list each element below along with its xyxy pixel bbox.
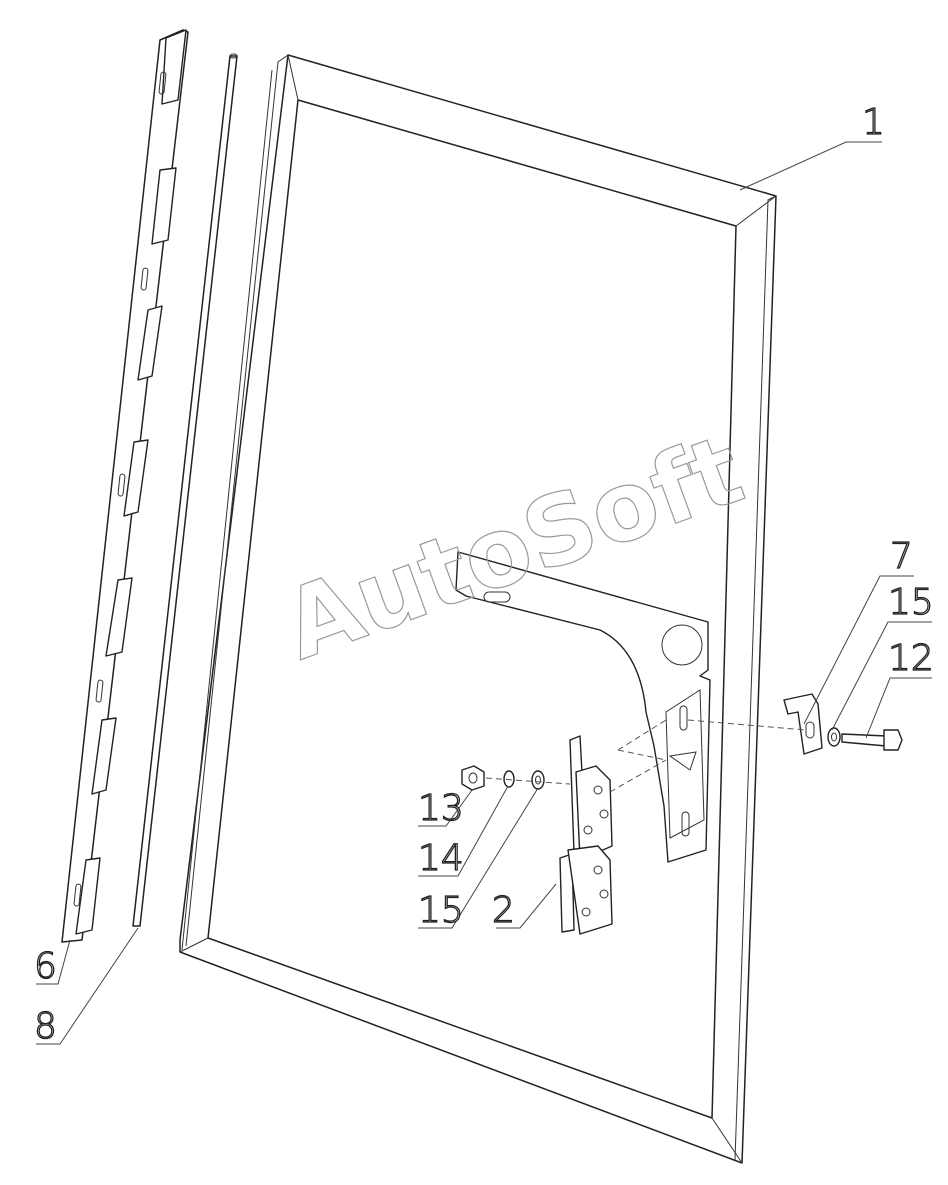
callout-14: 14 <box>418 838 464 879</box>
callout-2: 2 <box>492 890 515 931</box>
callout-7: 7 <box>890 536 913 577</box>
nut <box>461 765 485 791</box>
callout-leaders <box>36 141 932 1045</box>
small-bracket <box>783 693 823 755</box>
callout-13: 13 <box>418 788 464 829</box>
callout-15-left: 15 <box>418 890 464 931</box>
bolt <box>841 729 903 751</box>
hinge-rod <box>132 53 238 927</box>
assembly-lines <box>485 719 807 793</box>
callout-1: 1 <box>862 102 885 143</box>
washer-left <box>531 770 545 790</box>
flat-washer <box>503 770 515 788</box>
hinge-strip <box>61 29 189 943</box>
callout-8: 8 <box>34 1006 57 1047</box>
door-panel <box>179 54 777 1164</box>
callout-6: 6 <box>34 946 57 987</box>
hinge-bracket-plate <box>455 551 711 863</box>
washer-right <box>827 727 841 747</box>
callout-15-right: 15 <box>888 582 934 623</box>
hinge-assembly <box>559 735 613 935</box>
callout-12: 12 <box>888 638 934 679</box>
